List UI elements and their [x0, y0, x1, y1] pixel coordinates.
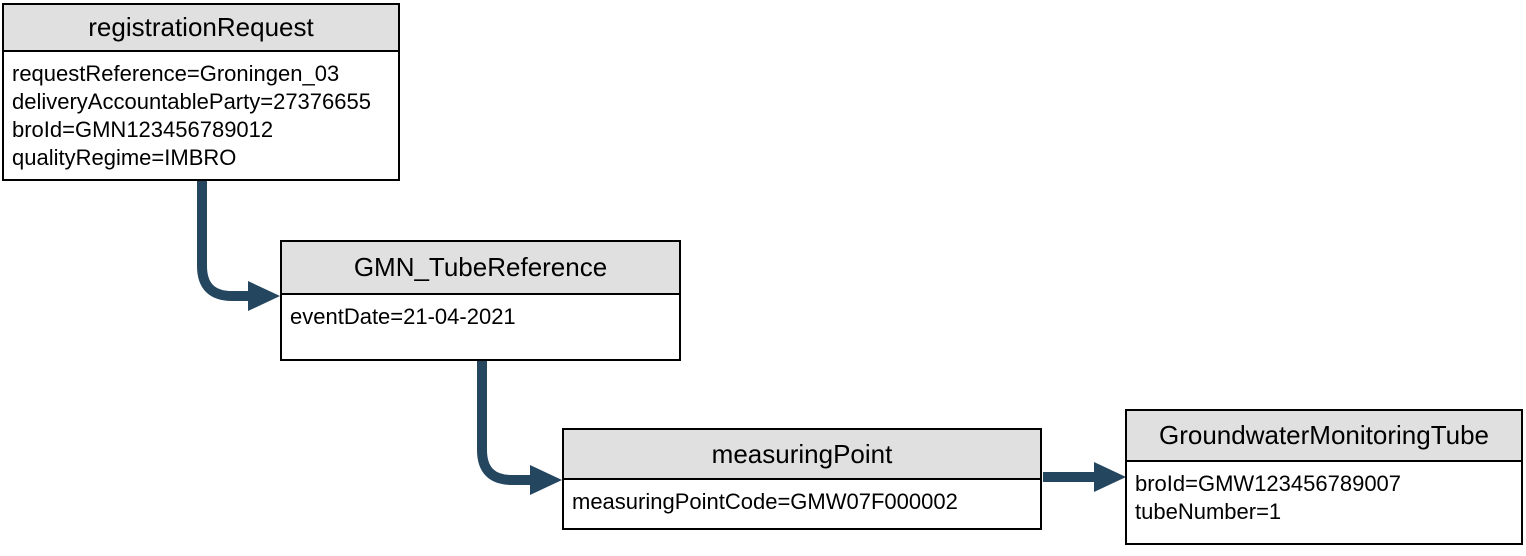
edge-registrationrequest-to-gmn-tubereference-arrow — [197, 181, 280, 311]
node-body: measuringPointCode=GMW07F000002 — [564, 480, 1040, 516]
node-attribute: qualityRegime=IMBRO — [12, 145, 237, 170]
node-header: GMN_TubeReference — [282, 242, 679, 295]
node-attribute: eventDate=21-04-2021 — [290, 304, 516, 329]
node-measuring-point: measuringPoint measuringPointCode=GMW07F… — [562, 428, 1042, 530]
node-attribute: broId=GMW123456789007 — [1135, 471, 1402, 496]
node-attribute: requestReference=Groningen_03 — [12, 61, 340, 86]
node-header: GroundwaterMonitoringTube — [1127, 411, 1521, 462]
node-attribute: broId=GMN123456789012 — [12, 117, 274, 142]
node-title: GMN_TubeReference — [353, 252, 608, 282]
node-attribute: measuringPointCode=GMW07F000002 — [572, 489, 958, 514]
node-groundwater-monitoring-tube: GroundwaterMonitoringTube broId=GMW12345… — [1125, 409, 1523, 545]
node-title: GroundwaterMonitoringTube — [1159, 420, 1489, 450]
edge-gmn-tubereference-to-measuringpoint-arrow — [477, 361, 562, 495]
node-body: requestReference=Groningen_03 deliveryAc… — [4, 52, 398, 172]
node-body: broId=GMW123456789007 tubeNumber=1 — [1127, 462, 1521, 526]
node-attribute: tubeNumber=1 — [1135, 499, 1282, 524]
node-header: measuringPoint — [564, 430, 1040, 480]
node-registration-request: registrationRequest requestReference=Gro… — [2, 3, 400, 181]
node-attribute: deliveryAccountableParty=27376655 — [12, 89, 371, 114]
node-header: registrationRequest — [4, 5, 398, 52]
node-title: registrationRequest — [88, 12, 314, 42]
node-body: eventDate=21-04-2021 — [282, 295, 679, 331]
node-gmn-tube-reference: GMN_TubeReference eventDate=21-04-2021 — [280, 240, 681, 361]
node-title: measuringPoint — [711, 438, 893, 469]
edge-measuringpoint-to-groundwatermonitoringtube-arrow — [1043, 462, 1126, 492]
